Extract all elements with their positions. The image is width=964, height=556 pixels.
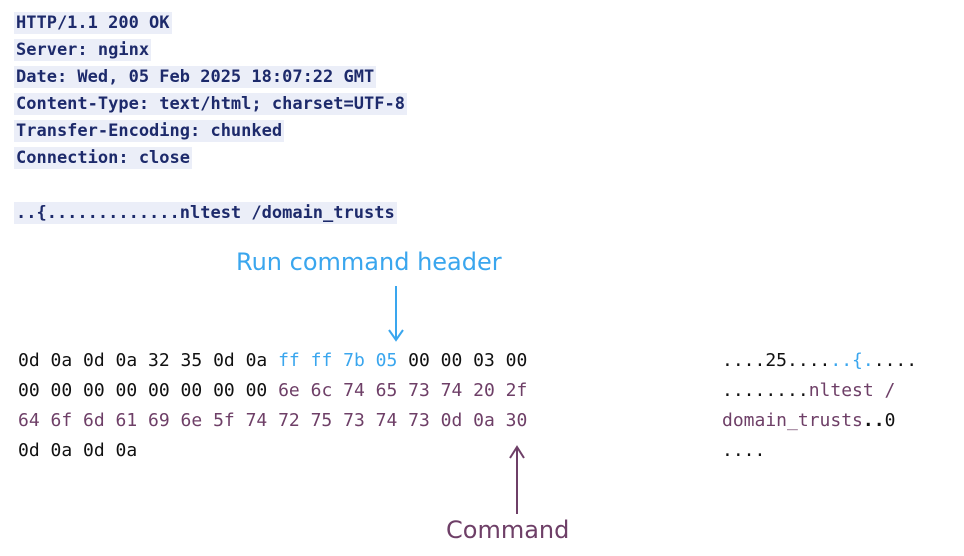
ascii-segment: ........ xyxy=(722,380,809,401)
ascii-row-2: ........nltest / xyxy=(722,380,895,402)
http-server-header: Server: nginx xyxy=(14,39,152,61)
command-label: Command xyxy=(446,516,570,544)
hex-segment: 0d 0a 30 xyxy=(429,410,528,431)
http-content-type-header: Content-Type: text/html; charset=UTF-8 xyxy=(14,93,407,115)
ascii-segment: .... xyxy=(722,440,766,461)
http-connection-header: Connection: close xyxy=(14,147,192,169)
hex-row-2: 00 00 00 00 00 00 00 00 6e 6c 74 65 73 7… xyxy=(18,380,527,402)
hex-row-3: 64 6f 6d 61 69 6e 5f 74 72 75 73 74 73 0… xyxy=(18,410,527,432)
hex-segment-header-bytes: ff ff 7b 05 xyxy=(278,350,398,371)
header-down-arrow-icon xyxy=(388,286,404,342)
hex-segment: 0d 0a 0d 0a xyxy=(18,440,138,461)
ascii-row-3: domain_trusts..0 xyxy=(722,410,895,432)
run-command-header-label: Run command header xyxy=(236,248,502,276)
hex-segment: 00 00 03 00 xyxy=(397,350,528,371)
command-up-arrow-icon xyxy=(509,445,525,514)
ascii-segment-header: ..{. xyxy=(830,350,874,371)
http-date-header: Date: Wed, 05 Feb 2025 18:07:22 GMT xyxy=(14,66,377,88)
ascii-segment: .... xyxy=(873,350,918,371)
hex-segment: 0d 0a 0d 0a 32 35 0d 0a xyxy=(18,350,279,371)
http-status-line: HTTP/1.1 200 OK xyxy=(14,12,172,34)
hex-segment-command-bytes: 6e 6c 74 65 73 74 20 2f xyxy=(278,380,528,401)
ascii-segment-command: domain_trusts xyxy=(722,410,863,431)
ascii-segment: .. xyxy=(862,410,885,431)
ascii-segment-command: nltest / xyxy=(808,380,896,401)
hex-row-1: 0d 0a 0d 0a 32 35 0d 0a ff ff 7b 05 00 0… xyxy=(18,350,527,372)
hex-segment-command-bytes: 64 6f 6d 61 69 6e 5f 74 72 75 73 74 73 xyxy=(18,410,430,431)
http-body-line: ..{.............nltest /domain_trusts xyxy=(14,202,397,224)
ascii-row-4: .... xyxy=(722,440,765,462)
hex-segment: 00 00 00 00 00 00 00 00 xyxy=(18,380,279,401)
ascii-row-1: ....25......{..... xyxy=(722,350,917,372)
http-transfer-encoding-header: Transfer-Encoding: chunked xyxy=(14,120,285,142)
ascii-segment: 0 xyxy=(884,410,896,431)
hex-row-4: 0d 0a 0d 0a xyxy=(18,440,137,462)
ascii-segment: ....25.... xyxy=(722,350,831,371)
